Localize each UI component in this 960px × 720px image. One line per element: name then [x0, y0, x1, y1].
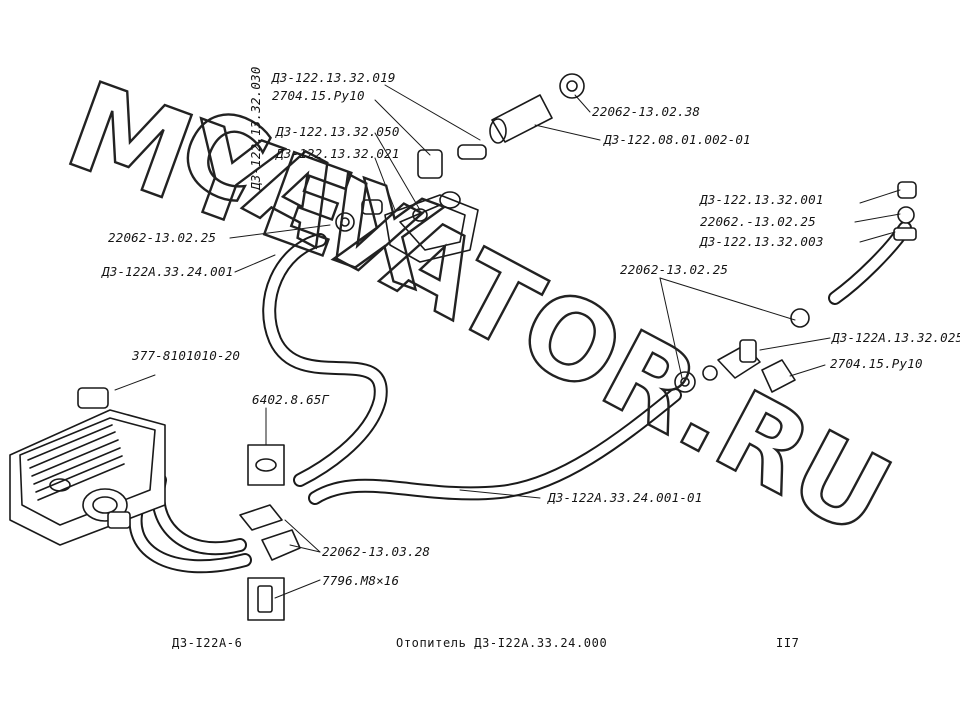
callout-label: 22062-13.02.25 [108, 230, 217, 245]
callout-label: Д3-122А.33.24.001-01 [548, 490, 703, 505]
heater-unit [9, 387, 166, 546]
sleeve-fitting [457, 73, 585, 160]
callout-label: Д3-122.13.32.003 [700, 234, 824, 249]
watermark-line2: CAVATOR.RU [158, 80, 910, 561]
leader-lines [114, 84, 901, 599]
hose-upper-left [262, 233, 388, 487]
watermark: MYEX CAVATOR.RU [60, 55, 911, 562]
footer-title: Отопитель ДЗ-I22А.33.24.000 [396, 636, 608, 650]
tee-fitting [674, 308, 810, 393]
callout-label: 22062-13.02.38 [592, 104, 701, 119]
footer-page-number: II7 [776, 636, 800, 650]
callout-label: Д3-122.13.32.021 [276, 146, 400, 161]
hose-lower-long [308, 388, 682, 505]
callout-label: Д3-122А.13.32.025 [832, 330, 960, 345]
callout-label: 2704.15.Ру10 [830, 356, 923, 371]
right-upper-fittings [893, 181, 917, 241]
callout-label-vertical: Д3-122.13.32.030 [248, 66, 263, 190]
callout-label: Д3-122.13.32.001 [700, 192, 824, 207]
callout-label: 22062.-13.02.25 [700, 214, 816, 229]
bracket-assembly [335, 149, 479, 263]
callout-label: 7796.М8×16 [322, 573, 400, 588]
mount-parts [239, 444, 301, 621]
callout-label: 377-8101010-20 [132, 348, 241, 363]
callout-label: 22062-13.02.25 [620, 262, 729, 277]
callout-label: Д3-122.13.32.019 [272, 70, 396, 85]
callout-label: 6402.8.65Г [252, 392, 330, 407]
callout-label: Д3-122А.33.24.001 [102, 264, 234, 279]
callout-label: 2704.15.Ру10 [272, 88, 365, 103]
callout-label: 22062-13.03.28 [322, 544, 431, 559]
footer-model: ДЗ-I22А-6 [172, 636, 243, 650]
callout-label: Д3-122.08.01.002-01 [604, 132, 751, 147]
callout-label: Д3-122.13.32.050 [276, 124, 400, 139]
